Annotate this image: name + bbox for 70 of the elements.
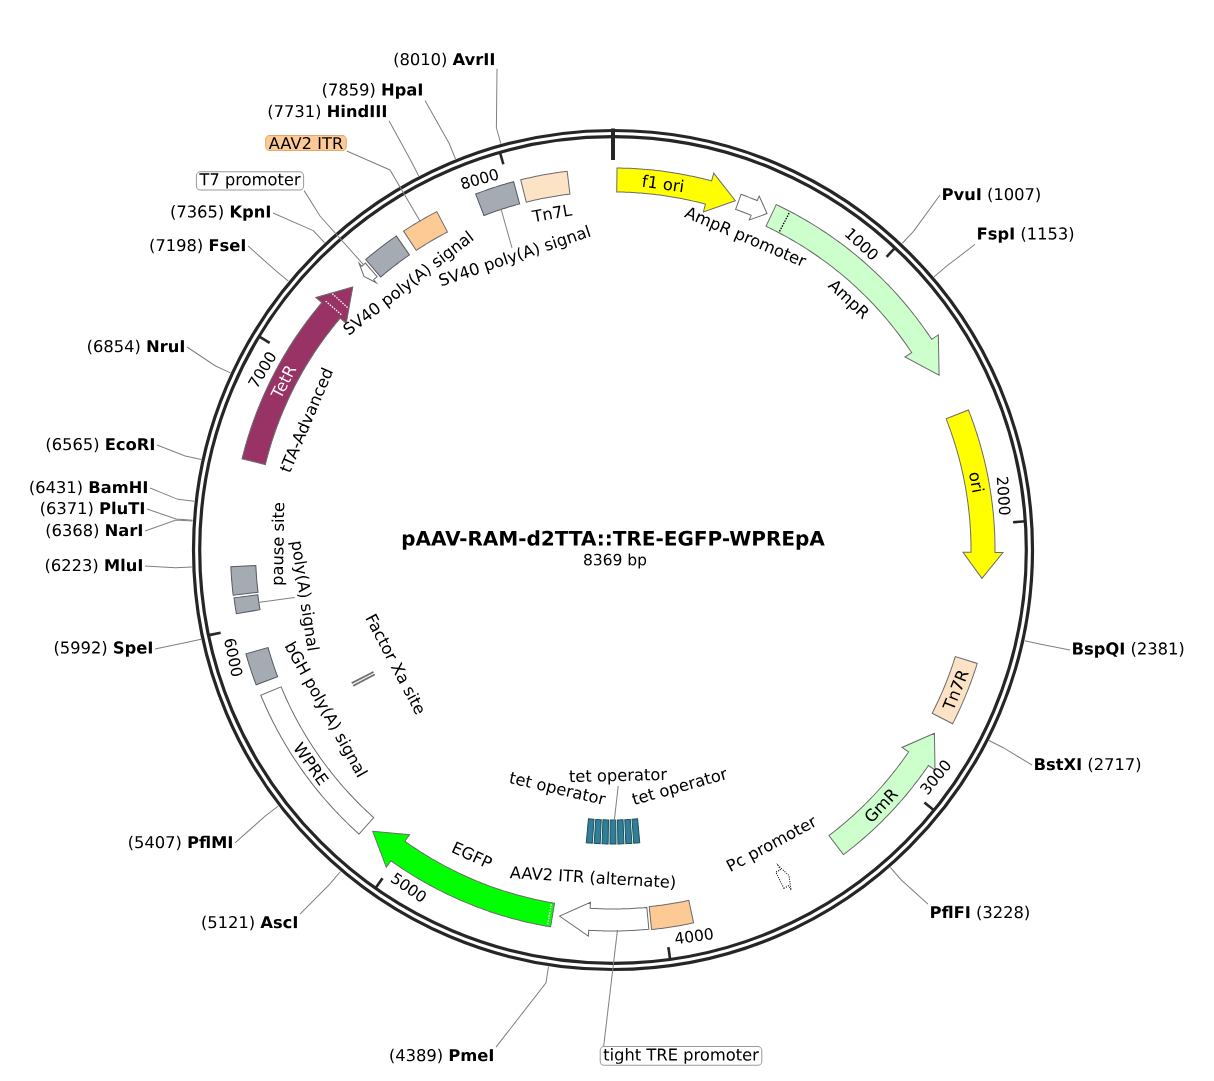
feature-box [245,647,279,686]
leader-line [186,346,231,374]
leader-line [388,120,420,177]
site-label: (6371) PluTI [41,501,144,517]
title: pAAV-RAM-d2TTA::TRE-EGFP-WPREpA [402,530,825,550]
site-label: (5407) PflMI [129,835,232,851]
site-label: (6223) MluI [45,558,142,574]
site-label: (5992) SpeI [54,641,152,657]
leader-line [234,805,279,844]
feature-bars [351,671,376,687]
feature-box: Tn7R [931,656,978,725]
leader-line [988,740,1033,766]
feature-bars [585,818,641,845]
site-label: (7198) FseI [150,238,245,254]
leader-line [889,866,929,905]
site-label: (6431) BamHI [30,480,147,496]
leader-line [299,871,341,915]
tick-label: 6000 [224,639,243,676]
leader-line [303,190,365,266]
leader-line [933,243,976,278]
leader-line [156,444,202,460]
feature-block [775,864,792,891]
feature-block [358,262,378,284]
size-label: 8369 bp [584,553,647,569]
feature-box [520,170,571,203]
site-label: FspI (1153) [978,227,1074,243]
site-label: (7859) HpaI [323,83,422,99]
site-label: PvuI (1007) [943,187,1040,203]
leader-line [272,212,326,244]
leader-line [154,638,202,650]
site-label: (6854) NruI [88,339,184,355]
site-label: (5121) AscI [202,915,297,931]
leader-line [149,487,195,502]
leader-line [1024,640,1071,651]
feature-label: AAV2 ITR (alternate) [509,866,675,891]
leader-line [346,150,421,223]
site-label: PflFI (3228) [931,905,1029,921]
leader-line [495,966,550,1048]
leader-line [146,508,194,521]
leader-line [613,785,619,822]
label-box: T7 promoter [195,171,305,191]
leader-line [901,194,941,244]
leader-line [144,565,193,569]
site-label: BstXI (2717) [1035,757,1141,773]
leader-line [247,245,289,282]
tick-label: 4000 [675,928,713,944]
site-label: (6368) NarI [46,523,142,539]
site-label: (7365) KpnI [171,205,270,221]
label-box: AAV2 ITR [265,134,347,152]
feature-block [559,901,650,937]
leader-line [144,519,193,532]
leader-line [424,99,456,160]
feature-block [735,193,768,221]
label-box: tight TRE promoter [599,1046,763,1066]
site-label: (4389) PmeI [390,1048,493,1064]
site-label: (8010) AvrII [394,52,494,68]
tick-label: 8000 [460,169,498,189]
feature-label: pause site [271,502,287,585]
feature-box [230,565,259,596]
site-label: BspQI (2381) [1073,642,1184,658]
leader-line [495,68,502,145]
leader-line [500,208,513,249]
feature-block [372,830,556,928]
leader-line [257,596,296,603]
feature-box [233,594,261,615]
feature-label: EGFP [451,841,493,867]
feature-label: Tn7L [531,204,573,222]
leader-line [603,929,618,1047]
site-label: (6565) EcoRI [46,437,154,453]
site-label: (7731) HindIII [268,104,386,120]
